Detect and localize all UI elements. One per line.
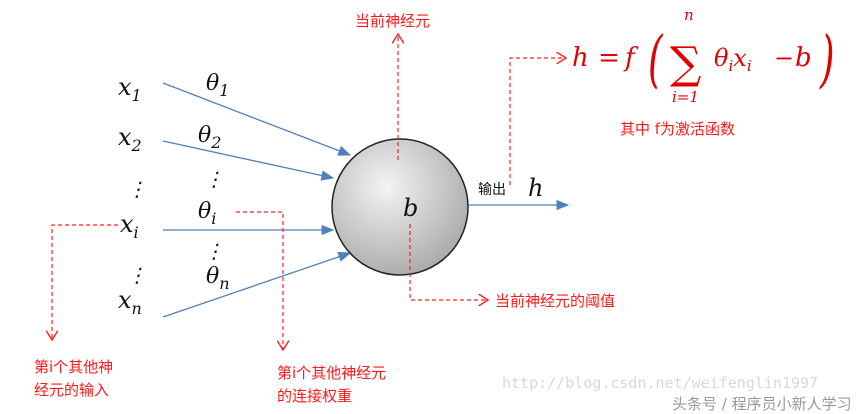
- formula-rparen: ): [819, 24, 834, 96]
- weight-symbol: θ: [206, 71, 219, 96]
- input-subscript: i: [134, 223, 139, 242]
- weight-note-line-2: 的连接权重: [277, 387, 352, 405]
- input-n: xn θn: [118, 251, 352, 318]
- weight-note-pointer: [236, 211, 283, 350]
- formula-x-sub: i: [747, 57, 752, 75]
- svg-text:x1: x1: [118, 73, 142, 105]
- svg-text:θi: θi: [198, 199, 216, 228]
- ellipsis: ⋮: [127, 263, 147, 287]
- svg-text:θixi: θixi: [714, 44, 752, 75]
- neuron-label: 当前神经元: [355, 12, 430, 30]
- formula-note: 其中 f为激活函数: [620, 120, 735, 138]
- input-arrow: [162, 82, 352, 156]
- formula-minus: −: [774, 44, 794, 72]
- weight-subscript: 1: [219, 81, 229, 100]
- watermark-url: http://blog.csdn.net/weifenglin1997: [502, 374, 818, 392]
- bias-label: 当前神经元的阈值: [495, 292, 615, 310]
- formula-h: h: [572, 43, 589, 73]
- formula-pointer: [509, 58, 566, 185]
- input-note-pointer: [52, 224, 118, 340]
- formula-lower: i=1: [672, 88, 699, 106]
- formula-upper: n: [684, 6, 694, 24]
- svg-text:xi: xi: [120, 210, 139, 242]
- input-subscript: 2: [131, 136, 142, 155]
- svg-text:xn: xn: [118, 286, 142, 318]
- formula-theta-sub: i: [728, 57, 733, 75]
- weight-subscript: 2: [210, 133, 221, 152]
- input-symbol: x: [120, 210, 134, 238]
- bias-pointer: [409, 224, 488, 300]
- svg-text:θ2: θ2: [198, 123, 221, 152]
- neuron-circle: [331, 138, 469, 276]
- input-i: xi θi: [120, 199, 335, 242]
- formula-sum: ∑: [670, 38, 701, 89]
- input-symbol: x: [118, 286, 132, 314]
- input-note-line-2: 经元的输入: [34, 381, 109, 399]
- weight-symbol: θ: [198, 199, 211, 224]
- svg-text:θ1: θ1: [206, 71, 229, 100]
- ellipsis: ⋮: [204, 167, 224, 191]
- input-symbol: x: [118, 73, 132, 101]
- formula-lparen: (: [648, 24, 663, 96]
- formula-b: b: [795, 43, 812, 73]
- ellipsis: ⋮: [127, 177, 147, 201]
- weight-symbol: θ: [206, 264, 219, 289]
- formula-f: f: [623, 43, 639, 73]
- svg-text:θn: θn: [206, 264, 230, 293]
- svg-text:x2: x2: [118, 123, 142, 155]
- weight-note-line-1: 第i个其他神经元: [277, 364, 386, 382]
- input-arrow: [162, 251, 352, 318]
- input-note-line-1: 第i个其他神: [34, 358, 113, 376]
- formula-eq: =: [598, 43, 620, 73]
- output-symbol: h: [528, 174, 543, 202]
- output-label: 输出: [478, 182, 506, 198]
- formula-x: x: [733, 44, 747, 72]
- bias-symbol: b: [403, 194, 418, 222]
- weight-subscript: n: [219, 274, 229, 293]
- input-arrow: [162, 140, 335, 181]
- input-subscript: 1: [132, 86, 142, 105]
- formula-theta: θ: [714, 44, 729, 72]
- ellipsis: ⋮: [204, 239, 224, 263]
- input-symbol: x: [118, 123, 132, 151]
- input-subscript: n: [132, 299, 142, 318]
- watermark-brand: 头条号 / 程序员小新人学习: [672, 395, 852, 413]
- activation-formula: h = f ( ∑ n i=1 θixi − b ): [572, 6, 835, 106]
- weight-symbol: θ: [198, 123, 211, 148]
- weight-subscript: i: [211, 209, 216, 228]
- input-1: x1 θ1: [118, 71, 352, 156]
- input-2: x2 θ2: [118, 123, 335, 181]
